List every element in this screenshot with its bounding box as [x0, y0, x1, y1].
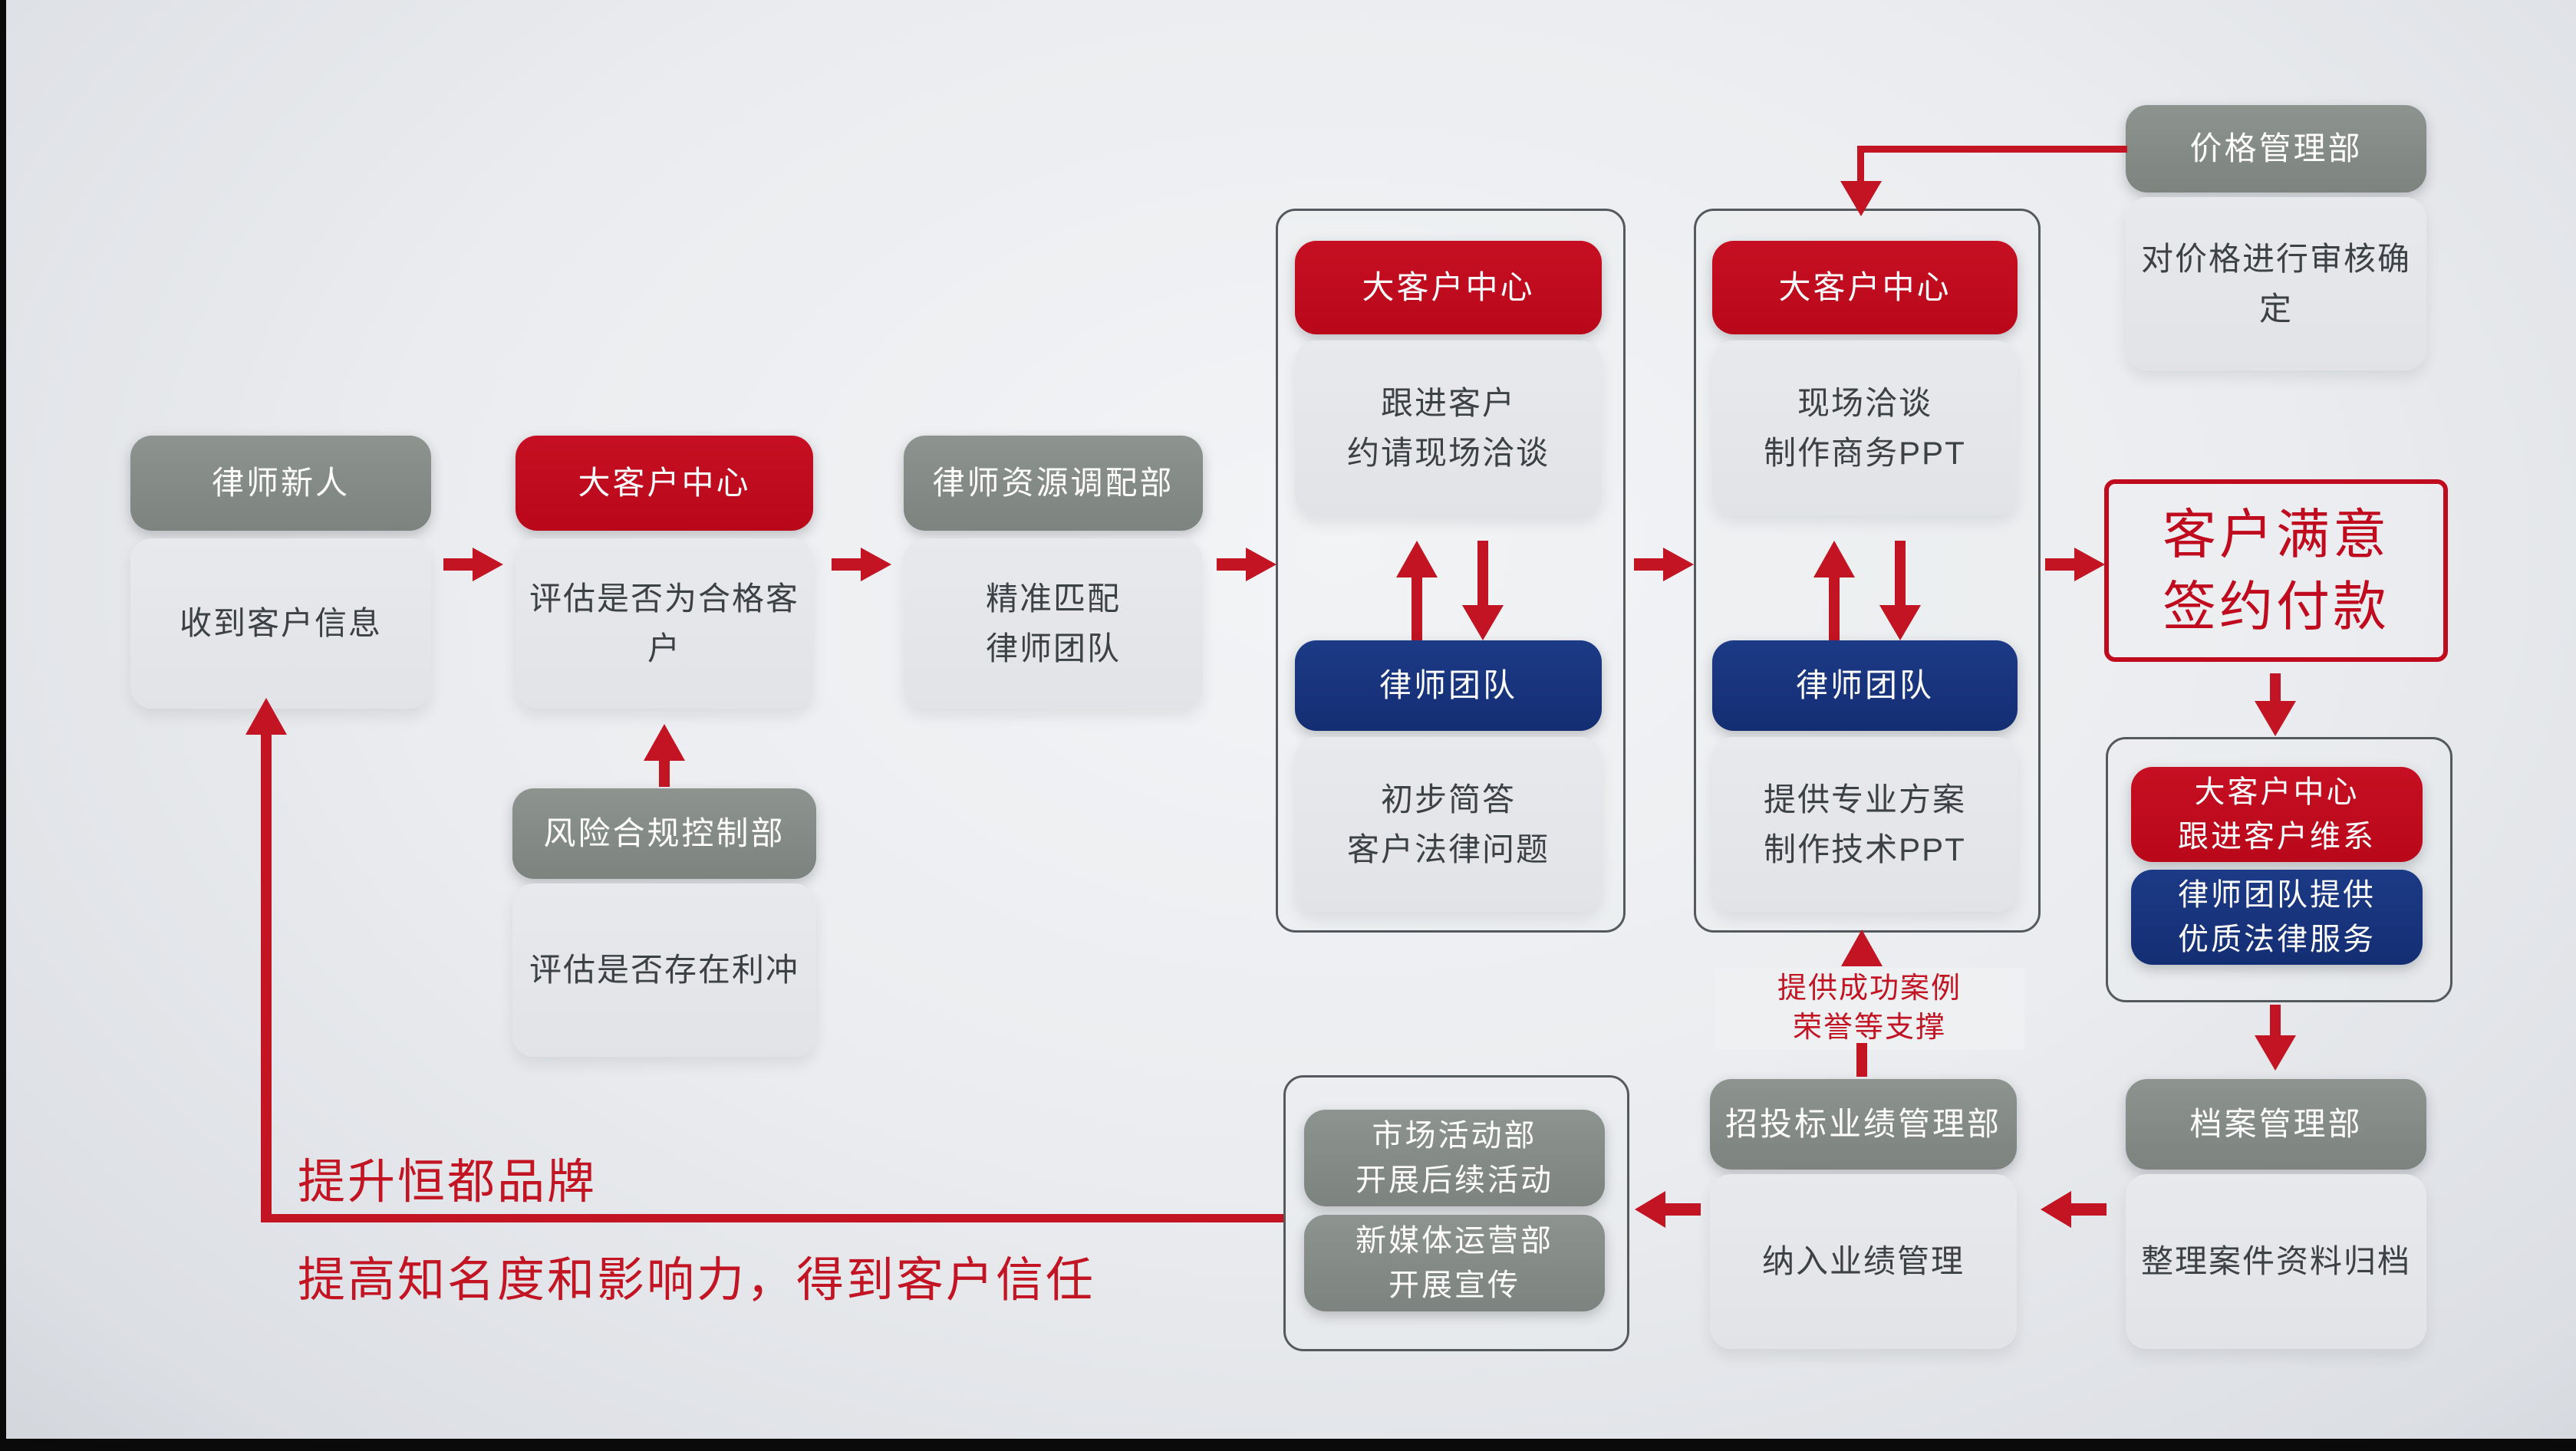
price-body-label: 对价格进行审核确定: [2140, 240, 2411, 327]
bottom-edge-strip: [0, 1439, 2576, 1451]
stage1-top-body: 跟进客户 约请现场洽谈: [1295, 341, 1602, 515]
kac-eval-body: 评估是否为合格客户: [516, 538, 813, 709]
risk-header: 风险合规控制部: [512, 788, 816, 879]
deal-box: 客户满意 签约付款: [2104, 479, 2448, 662]
stage1-bottom-body-label: 初步简答 客户法律问题: [1346, 781, 1550, 867]
feedback-up-arrow-icon: [245, 698, 287, 735]
feedback-hline: [261, 1214, 1283, 1222]
stage2-down-arrow-icon: [1879, 605, 1921, 640]
stage1-down-arrow-icon: [1462, 605, 1504, 640]
stage2-down-arrow-stem: [1895, 541, 1906, 607]
stage2-top-body: 现场洽谈 制作商务PPT: [1712, 341, 2018, 515]
left-edge-strip: [0, 0, 6, 1451]
feedback-vline: [261, 732, 272, 1218]
resource-header: 律师资源调配部: [904, 436, 1203, 531]
bid-body: 纳入业绩管理: [1710, 1174, 2017, 1349]
archive-body: 整理案件资料归档: [2126, 1174, 2426, 1349]
arrow-kac-to-resource-icon: [861, 548, 891, 581]
bid-header: 招投标业绩管理部: [1710, 1079, 2017, 1170]
arrow-newcomer-to-kac-stem: [443, 558, 476, 571]
risk-body: 评估是否存在利冲: [512, 883, 816, 1057]
stage2-top-header-label: 大客户中心: [1778, 268, 1952, 305]
kac-eval-header-label: 大客户中心: [578, 464, 751, 501]
stage1-bottom-header: 律师团队: [1295, 640, 1602, 731]
arrow-resource-to-stage1-icon: [1246, 548, 1276, 581]
bid-header-label: 招投标业绩管理部: [1724, 1105, 2001, 1142]
stage1-up-arrow-stem: [1412, 574, 1422, 640]
marketing-box2: 新媒体运营部 开展宣传: [1304, 1215, 1605, 1311]
marketing-box1-label: 市场活动部 开展后续活动: [1356, 1119, 1553, 1197]
stage1-bottom-body: 初步简答 客户法律问题: [1295, 737, 1602, 912]
stage2-up-arrow-stem: [1829, 574, 1840, 640]
stage1-down-arrow-stem: [1477, 541, 1488, 607]
stage2-up-arrow-icon: [1813, 541, 1855, 577]
deal-down-arrow-icon: [2255, 701, 2296, 736]
price-body: 对价格进行审核确定: [2126, 197, 2426, 370]
price-connector-arrow-icon: [1840, 181, 1882, 216]
arrow-bid-to-marketing-icon: [1635, 1191, 1665, 1228]
arrow-stage2-to-deal-icon: [2074, 548, 2105, 581]
newcomer-body-label: 收到客户信息: [179, 605, 382, 642]
arrow-bid-to-marketing-stem: [1664, 1203, 1701, 1216]
arrow-archive-to-bid-stem: [2070, 1203, 2107, 1216]
newcomer-body: 收到客户信息: [130, 538, 431, 709]
arrow-stage1-to-stage2-icon: [1663, 548, 1694, 581]
stage2-top-header: 大客户中心: [1712, 241, 2018, 334]
arrow-kac-to-resource-stem: [832, 558, 864, 571]
support-note: 提供成功案例 荣誉等支撑: [1715, 968, 2024, 1050]
marketing-box2-label: 新媒体运营部 开展宣传: [1356, 1224, 1553, 1302]
support-arrow-stem: [1856, 1043, 1867, 1077]
stage1-bottom-header-label: 律师团队: [1379, 666, 1517, 703]
maintain-blue-box: 律师团队提供 优质法律服务: [2131, 870, 2423, 965]
maintain-red-label: 大客户中心 跟进客户维系: [2178, 775, 2376, 854]
stage2-top-body-label: 现场洽谈 制作商务PPT: [1764, 384, 1966, 471]
newcomer-header-label: 律师新人: [211, 464, 350, 501]
risk-body-label: 评估是否存在利冲: [529, 952, 799, 989]
archive-header: 档案管理部: [2126, 1079, 2426, 1170]
kac-eval-header: 大客户中心: [516, 436, 813, 531]
arrow-stage1-to-stage2-stem: [1634, 558, 1666, 571]
price-connector-vline: [1857, 146, 1864, 184]
deal-down-arrow-stem: [2270, 673, 2281, 704]
stage1-top-body-label: 跟进客户 约请现场洽谈: [1346, 384, 1550, 471]
stage2-bottom-header-label: 律师团队: [1795, 666, 1934, 703]
resource-body: 精准匹配 律师团队: [904, 538, 1203, 709]
maintain-down-arrow-icon: [2255, 1035, 2296, 1071]
slogan-line1: 提升恒都品牌: [298, 1156, 598, 1209]
kac-eval-body-label: 评估是否为合格客户: [529, 580, 799, 666]
stage2-bottom-body-label: 提供专业方案 制作技术PPT: [1763, 781, 1966, 867]
resource-header-label: 律师资源调配部: [932, 464, 1174, 501]
archive-header-label: 档案管理部: [2189, 1105, 2363, 1142]
maintain-down-arrow-stem: [2270, 1005, 2281, 1037]
price-connector-hline: [1860, 146, 2127, 153]
risk-header-label: 风险合规控制部: [543, 814, 786, 851]
maintain-blue-label: 律师团队提供 优质法律服务: [2178, 878, 2376, 956]
arrow-archive-to-bid-icon: [2041, 1191, 2071, 1228]
price-header: 价格管理部: [2126, 105, 2426, 192]
bid-body-label: 纳入业绩管理: [1761, 1243, 1965, 1280]
slogan-line2: 提高知名度和影响力，得到客户信任: [298, 1254, 1096, 1307]
stage1-up-arrow-icon: [1396, 541, 1438, 577]
stage2-bottom-header: 律师团队: [1712, 640, 2018, 731]
marketing-box1: 市场活动部 开展后续活动: [1304, 1110, 1605, 1206]
arrow-stage2-to-deal-stem: [2045, 558, 2077, 571]
price-header-label: 价格管理部: [2189, 130, 2363, 166]
support-arrow-icon: [1841, 929, 1883, 966]
stage1-top-header-label: 大客户中心: [1362, 268, 1535, 305]
arrow-resource-to-stage1-stem: [1217, 558, 1249, 571]
newcomer-header: 律师新人: [130, 436, 431, 531]
stage1-top-header: 大客户中心: [1295, 241, 1602, 334]
stage2-bottom-body: 提供专业方案 制作技术PPT: [1712, 737, 2018, 912]
maintain-red-box: 大客户中心 跟进客户维系: [2131, 767, 2423, 862]
arrow-newcomer-to-kac-icon: [473, 548, 503, 581]
risk-up-arrow-icon: [644, 724, 685, 761]
archive-body-label: 整理案件资料归档: [2140, 1243, 2411, 1280]
risk-up-arrow-stem: [659, 758, 670, 787]
resource-body-label: 精准匹配 律师团队: [985, 580, 1121, 666]
deal-box-label: 客户满意 签约付款: [2163, 504, 2390, 637]
